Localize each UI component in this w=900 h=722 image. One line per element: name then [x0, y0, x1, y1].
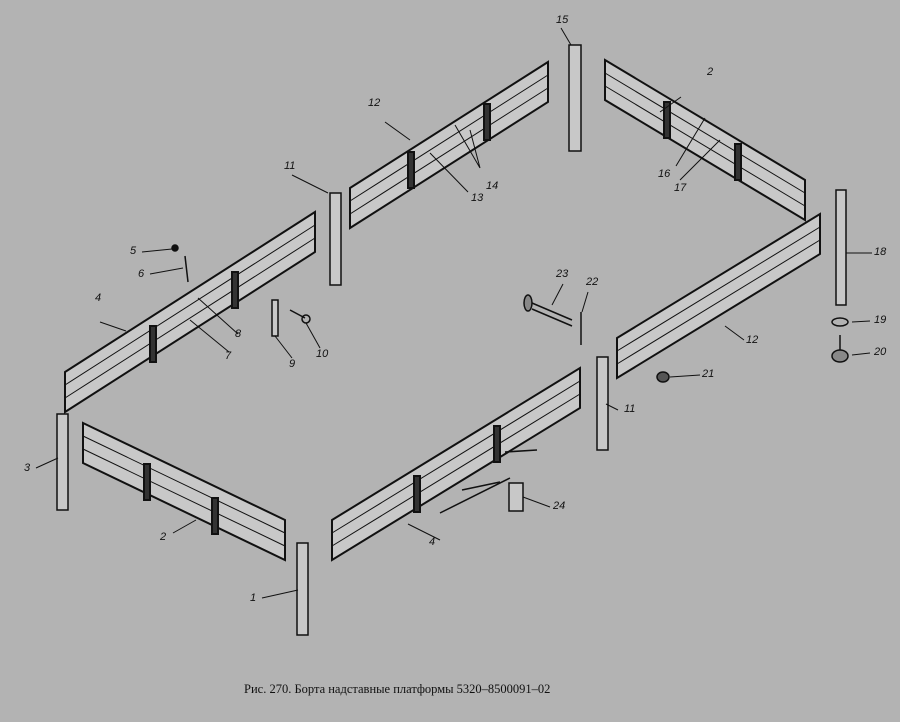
callout-6: 6 [138, 268, 145, 280]
leader-lines [35, 27, 872, 599]
callout-14: 14 [486, 180, 499, 192]
callout-19: 19 [874, 314, 887, 326]
board-left [64, 210, 316, 414]
callout-3: 3 [24, 462, 31, 474]
callout-8: 8 [235, 328, 242, 340]
callout-12: 12 [746, 334, 759, 346]
callout-18: 18 [874, 246, 887, 258]
callout-11: 11 [624, 403, 636, 415]
board-back-right [604, 58, 806, 222]
board-right [616, 212, 821, 380]
callout-1: 1 [250, 592, 257, 604]
callout-5: 5 [130, 245, 137, 257]
callout-13: 13 [471, 192, 484, 204]
board-back-left [349, 60, 549, 230]
posts [56, 44, 847, 636]
callout-2: 2 [707, 66, 714, 78]
callout-24: 24 [553, 500, 566, 512]
callout-7: 7 [225, 350, 232, 362]
callout-12: 12 [368, 97, 381, 109]
callout-4: 4 [429, 536, 436, 548]
callout-17: 17 [674, 182, 687, 194]
callout-21: 21 [702, 368, 715, 380]
board-front-right [331, 366, 581, 562]
figure-caption: Рис. 270. Борта надставные платформы 532… [244, 682, 551, 696]
callout-10: 10 [316, 348, 329, 360]
callout-2: 2 [160, 531, 167, 543]
board-front-left [82, 421, 286, 562]
callout-4: 4 [95, 292, 102, 304]
callout-16: 16 [658, 168, 671, 180]
callout-22: 22 [586, 276, 599, 288]
callout-20: 20 [874, 346, 887, 358]
callout-15: 15 [556, 14, 569, 26]
callout-23: 23 [556, 268, 569, 280]
callout-9: 9 [289, 358, 296, 370]
callout-11: 11 [284, 160, 296, 172]
